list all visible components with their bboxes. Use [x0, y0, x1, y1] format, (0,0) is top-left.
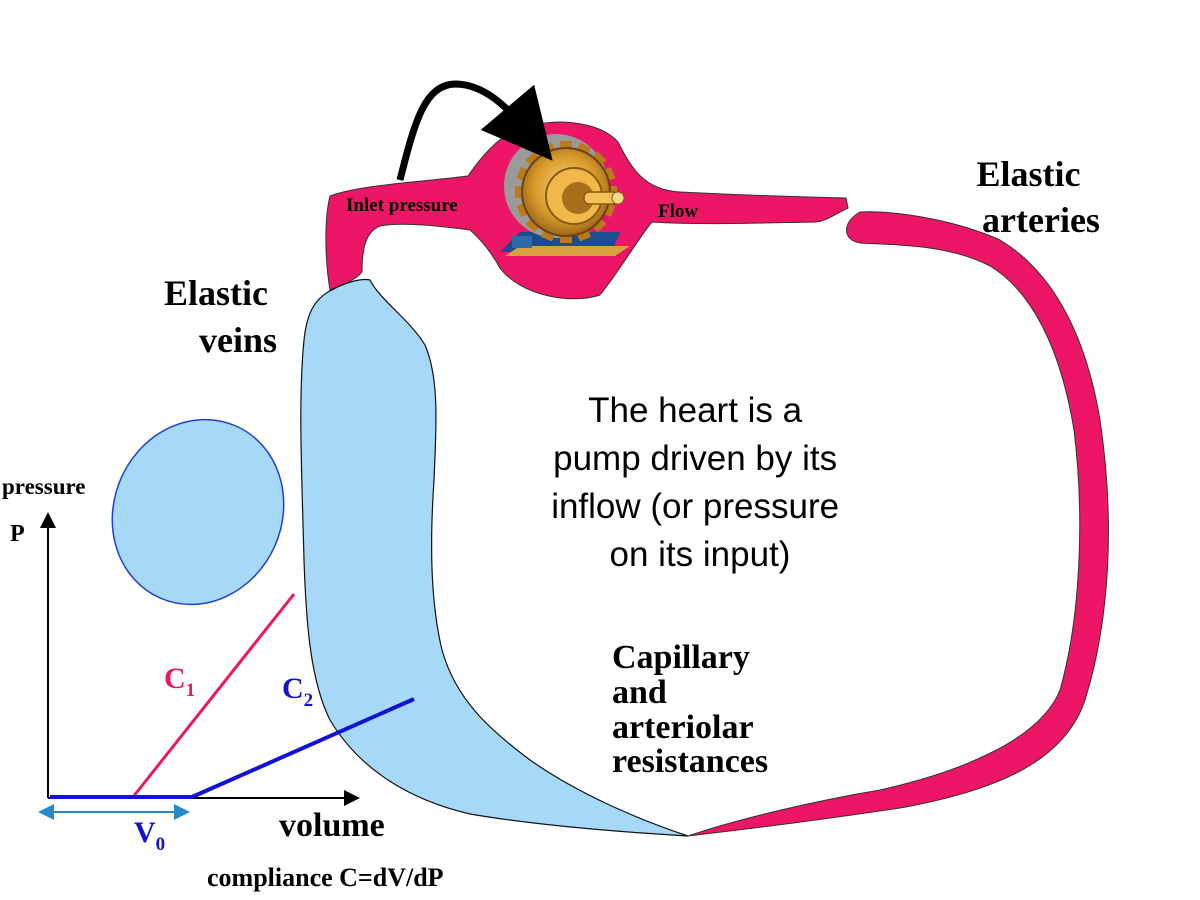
flow-label: Flow	[658, 201, 698, 222]
elastic-arteries	[687, 211, 1109, 837]
c1-label: C1	[164, 662, 195, 701]
elastic-veins	[300, 278, 689, 837]
gear-tooth	[590, 216, 607, 233]
c2-label: C2	[282, 672, 313, 711]
pressure-axis-label: pressure	[2, 474, 86, 499]
v0-subscript: 0	[156, 834, 166, 855]
heart-line-1: The heart is a	[588, 391, 803, 430]
elastic-veins-line-1: Elastic	[164, 273, 268, 313]
compliance-formula: compliance C=dV/dP	[207, 863, 444, 892]
elastic-veins-label: Elastic veins	[164, 273, 277, 360]
inlet-pressure-label: Inlet pressure	[346, 195, 458, 216]
heart-description: The heart is a pump driven by its inflow…	[551, 391, 849, 574]
c2-letter: C	[282, 672, 304, 705]
capillary-line-3: arteriolar	[612, 709, 753, 746]
gear-tooth	[525, 216, 542, 233]
c2-line	[191, 697, 415, 799]
gear-tooth	[590, 151, 607, 168]
gear-motor-icon	[500, 134, 630, 256]
c1-line	[131, 593, 296, 798]
capillary-line-2: and	[612, 674, 667, 711]
capillary-label: Capillary and arteriolar resistances	[612, 639, 768, 780]
capillary-line-1: Capillary	[612, 639, 750, 676]
v0-label: V0	[134, 816, 165, 855]
heart-line-3: inflow (or pressure	[551, 487, 839, 526]
elastic-veins-line-2: veins	[199, 320, 277, 360]
heart-line-4: on its input)	[610, 535, 791, 574]
v0-letter: V	[134, 816, 156, 849]
c2-subscript: 2	[304, 690, 314, 711]
p-axis-symbol: P	[10, 521, 25, 547]
gear-tooth	[515, 186, 525, 198]
volume-axis-label: volume	[279, 807, 385, 844]
elastic-arteries-line-1: Elastic	[977, 154, 1081, 194]
compliance-bubble	[111, 418, 285, 606]
elastic-arteries-line-2: arteries	[982, 200, 1100, 240]
compliance-graph: pressure P volume C1 C2 V0 compliance C=…	[2, 474, 444, 892]
c1-subscript: 1	[186, 680, 196, 701]
capillary-line-4: resistances	[612, 743, 768, 780]
curved-arrow-icon	[396, 80, 553, 181]
heart-line-2: pump driven by its	[553, 439, 837, 478]
elastic-arteries-label: Elastic arteries	[977, 154, 1100, 240]
c1-letter: C	[164, 662, 186, 695]
